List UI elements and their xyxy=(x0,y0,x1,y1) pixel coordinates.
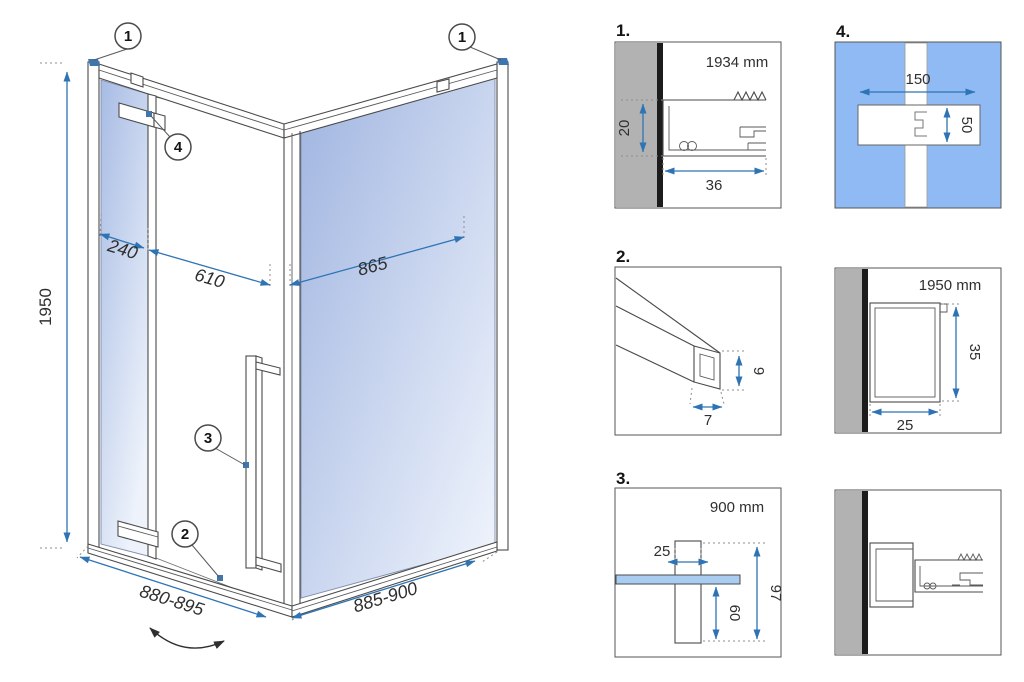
detail-panel-4: 4. 150 50 xyxy=(834,22,1002,209)
leader-dot-3 xyxy=(243,462,249,468)
bottom-hinge-bracket-line xyxy=(117,525,159,538)
panel-4-dim-height-label: 50 xyxy=(958,117,975,134)
callout-1-right: 1 xyxy=(448,23,509,65)
panel-4-label: 4. xyxy=(836,22,850,41)
callout-4-number: 4 xyxy=(174,139,183,156)
panel-1-dim-depth-label: 20 xyxy=(616,120,633,137)
panel-2-dim-width-label: 7 xyxy=(704,412,712,429)
detail-panel-3: 3. 900 mm 25 60 97 xyxy=(614,469,784,658)
panel-wp-profile-inner xyxy=(874,307,936,398)
dim-line-side-panel xyxy=(289,236,465,286)
door-hinge-divider xyxy=(147,93,157,560)
panel-wp-wall xyxy=(836,269,862,432)
leader-dot-1-left xyxy=(88,59,100,66)
detail-panel-wall-profile: 1950 mm 35 25 xyxy=(834,267,1002,434)
bottom-hinge-bracket xyxy=(117,520,159,548)
callout-1-right-number: 1 xyxy=(458,29,466,46)
dim-line-side-range xyxy=(291,560,476,619)
panel-3-glass-shelf xyxy=(615,574,741,585)
panel-wc-wall-profile-inner xyxy=(875,548,913,602)
panel-3-label: 3. xyxy=(616,469,630,488)
panel-4-dim-width-label: 150 xyxy=(905,71,930,88)
panel-wp-profile xyxy=(869,302,941,403)
panel-1-wall-edge xyxy=(657,43,663,207)
glass-handle-item4 xyxy=(118,102,166,131)
detail-panel-2: 2. 9 7 xyxy=(614,247,782,436)
panel-3-post xyxy=(674,540,702,644)
side-panel-glass xyxy=(300,72,496,599)
top-frame-left-inner-line xyxy=(98,69,285,131)
panel-1-profile-drawing xyxy=(662,90,767,157)
door-swing-arrow xyxy=(149,627,225,649)
panel-wp-wall-edge xyxy=(862,269,868,432)
callout-1-left-number: 1 xyxy=(124,28,132,45)
left-wall-profile xyxy=(87,61,100,553)
panel-2-label: 2. xyxy=(616,247,630,266)
callout-3: 3 xyxy=(194,424,246,466)
panel-1-label: 1. xyxy=(616,21,630,40)
panel-wc-wall xyxy=(836,491,862,654)
callout-2-number: 2 xyxy=(181,526,189,543)
top-clip-side-panel xyxy=(436,78,450,93)
dim-line-door xyxy=(148,249,271,286)
panel-2-dim-height-label: 9 xyxy=(750,367,767,375)
leader-dot-4 xyxy=(146,111,152,117)
panel-wc-extrusion xyxy=(914,552,983,593)
panel-wc-wall-edge xyxy=(862,491,868,654)
panel-1-dim-width-label: 36 xyxy=(706,177,723,194)
dim-line-fixed-panel xyxy=(99,233,145,249)
panel-1-length-label: 1934 mm xyxy=(706,54,769,71)
top-clip-fixed-panel xyxy=(130,72,144,88)
panel-wp-length-label: 1950 mm xyxy=(919,277,982,294)
panel-3-length-label: 900 mm xyxy=(710,499,764,516)
right-wall-profile xyxy=(496,61,509,551)
panel-wp-dim-height-label: 35 xyxy=(966,344,983,361)
panel-4-handle-notch xyxy=(914,111,927,137)
dim-line-front-range xyxy=(79,556,267,618)
panel-3-dim-total-label: 97 xyxy=(767,585,784,602)
main-isometric-drawing: 1 1 4 3 2 1950 xyxy=(36,22,509,649)
panel-1-wall xyxy=(616,43,657,207)
panel-wc-wall-profile xyxy=(869,542,914,608)
detail-panel-wall-connection xyxy=(834,489,1002,656)
callout-3-number: 3 xyxy=(204,430,212,447)
panel-3-dim-below-label: 60 xyxy=(726,605,743,622)
dim-height-label: 1950 xyxy=(36,288,55,326)
callout-1-left: 1 xyxy=(88,22,142,66)
fixed-panel-glass xyxy=(100,79,149,557)
callout-2: 2 xyxy=(171,520,223,581)
corner-post xyxy=(283,130,301,613)
top-frame-right-inner-line xyxy=(283,69,498,131)
panel-2-tube-drawing xyxy=(615,277,721,390)
detail-panel-1: 1. 1934 mm 20 36 xyxy=(614,21,782,209)
panel-3-dim-post-width-label: 25 xyxy=(654,543,671,560)
panel-wp-dim-width-label: 25 xyxy=(897,417,914,434)
callout-4: 4 xyxy=(150,115,192,161)
